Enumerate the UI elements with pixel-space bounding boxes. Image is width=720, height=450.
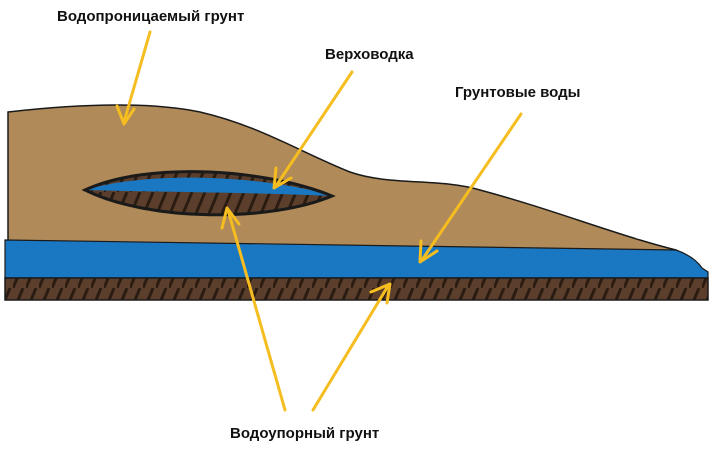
impermeable-soil-label: Водоупорный грунт (230, 425, 380, 442)
permeable-soil-arrow (115, 30, 152, 126)
perched-water-label: Верховодка (325, 46, 414, 63)
perched-water-arrow (272, 70, 354, 190)
impermeable-soil-arrow-right (311, 282, 392, 412)
permeable-soil-label: Водопроницаемый грунт (57, 8, 245, 25)
permeable-soil-layer (7, 104, 677, 253)
impermeable-soil-layer (4, 277, 709, 301)
groundwater-layer (4, 239, 709, 279)
impermeable-soil-arrow-left (220, 206, 287, 412)
groundwater-label: Грунтовые воды (455, 84, 581, 101)
groundwater-arrow (418, 112, 523, 264)
